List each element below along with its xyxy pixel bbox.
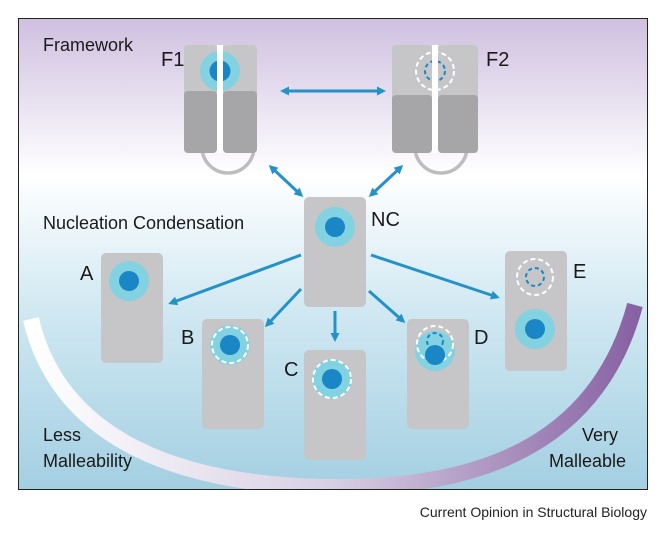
less-label-line1: Less bbox=[43, 425, 82, 445]
arrow-f2-nc bbox=[368, 164, 404, 198]
b-label: B bbox=[181, 327, 195, 349]
d-label: D bbox=[474, 327, 489, 349]
structure-b bbox=[202, 319, 264, 429]
arrow-f1-nc bbox=[268, 164, 304, 198]
structure-e bbox=[505, 251, 567, 371]
framework-label: Framework bbox=[43, 35, 134, 55]
framework-f1-structure bbox=[184, 45, 257, 175]
malleability-arc bbox=[23, 302, 643, 489]
arrow-nc-e bbox=[370, 253, 500, 300]
f1-label: F1 bbox=[161, 49, 185, 71]
framework-f2-structure bbox=[392, 45, 478, 175]
very-label-line1: Very bbox=[582, 425, 619, 445]
diagram-frame: Framework F1 F2 Nucleation Condensation … bbox=[18, 18, 648, 490]
folding-mechanism-diagram bbox=[19, 19, 647, 489]
nc-label: NC bbox=[371, 209, 400, 231]
structure-d bbox=[407, 319, 469, 429]
c-label: C bbox=[284, 359, 299, 381]
arrows bbox=[168, 86, 500, 342]
arrow-nc-a bbox=[168, 253, 302, 306]
arrow-nc-d bbox=[368, 289, 406, 323]
structure-c bbox=[304, 350, 366, 460]
very-label-line2: Malleable bbox=[549, 451, 627, 471]
arrow-nc-b bbox=[264, 287, 303, 328]
e-label: E bbox=[573, 261, 587, 283]
nucleation-condensation-structure bbox=[304, 197, 366, 307]
less-label-line2: Malleability bbox=[43, 451, 133, 471]
f2-label: F2 bbox=[486, 49, 510, 71]
structure-a bbox=[101, 253, 163, 363]
nucleation-condensation-label: Nucleation Condensation bbox=[43, 213, 245, 233]
journal-credit: Current Opinion in Structural Biology bbox=[419, 504, 647, 520]
a-label: A bbox=[80, 263, 94, 285]
